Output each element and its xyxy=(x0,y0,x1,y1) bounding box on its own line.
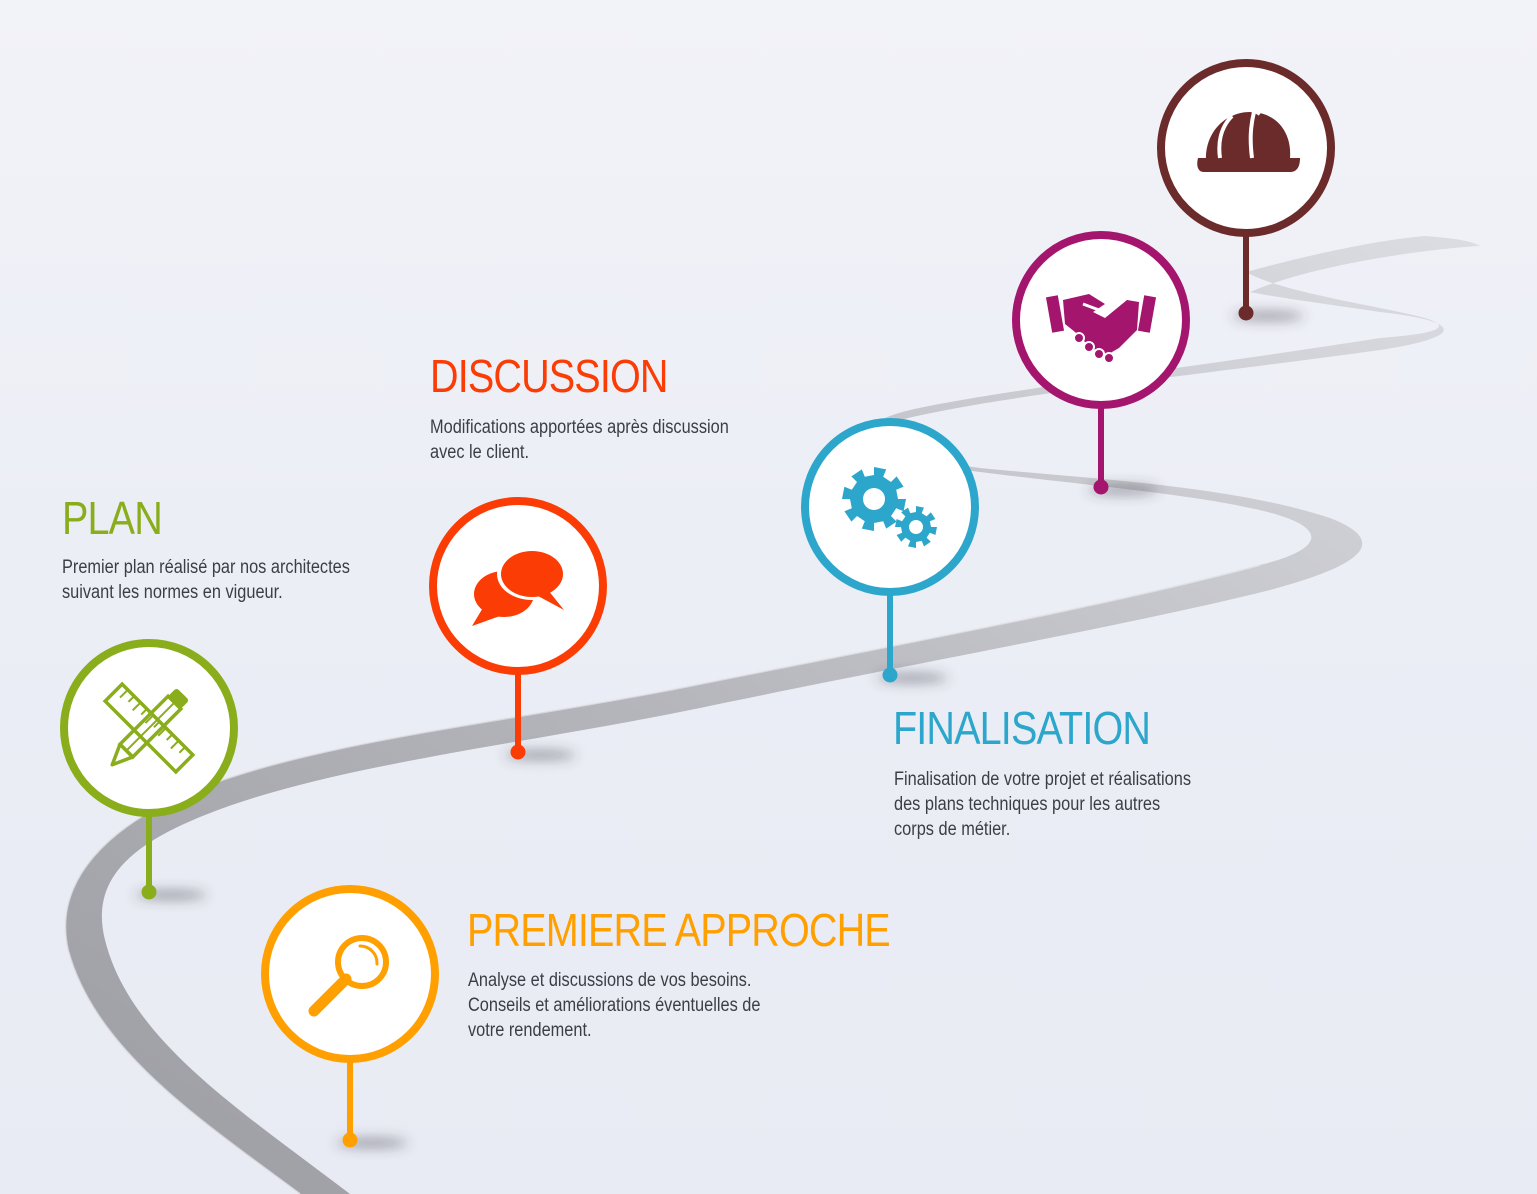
milestone-pin-accord xyxy=(1012,231,1190,495)
description-line: avec le client. xyxy=(430,442,530,463)
step-title-premiere-approche: PREMIERE APPROCHE xyxy=(467,904,891,956)
milestone-pin-discussion xyxy=(429,497,607,760)
pin-base-dot xyxy=(1238,305,1254,321)
pin-base-dot xyxy=(510,744,526,760)
magnifier-icon xyxy=(308,935,389,1017)
gears-icon xyxy=(842,467,937,548)
description-line: des plans techniques pour les autres xyxy=(894,794,1161,815)
step-title-discussion: DISCUSSION xyxy=(430,350,668,402)
description-line: Finalisation de votre projet et réalisat… xyxy=(894,769,1192,790)
hard-hat-icon xyxy=(1197,107,1300,172)
description-line: Premier plan réalisé par nos architectes xyxy=(62,557,350,578)
step-title-plan: PLAN xyxy=(62,492,163,544)
pin-base-dot xyxy=(882,667,898,683)
road-edge-highlight xyxy=(64,564,1261,1194)
step-description-discussion: Modifications apportées après discussion… xyxy=(430,415,729,465)
step-description-premiere-approche: Analyse et discussions de vos besoins. C… xyxy=(468,968,760,1043)
milestone-pin-finalisation xyxy=(801,418,979,683)
milestone-pin-plan xyxy=(60,639,238,900)
milestone-pins xyxy=(60,59,1335,1148)
description-line: Modifications apportées après discussion xyxy=(430,417,729,438)
pin-base-dot xyxy=(1093,479,1109,495)
milestone-pin-premiere-approche xyxy=(261,885,439,1148)
description-line: Analyse et discussions de vos besoins. xyxy=(468,970,752,991)
ruler-pencil-icon xyxy=(102,681,196,775)
pin-base-dot xyxy=(342,1132,358,1148)
step-description-plan: Premier plan réalisé par nos architectes… xyxy=(62,555,350,605)
pin-base-dot xyxy=(141,884,157,900)
description-line: suivant les normes en vigueur. xyxy=(62,582,283,603)
description-line: votre rendement. xyxy=(468,1020,592,1041)
pin-ring xyxy=(261,885,439,1063)
step-description-finalisation: Finalisation de votre projet et réalisat… xyxy=(894,767,1191,842)
handshake-icon xyxy=(1045,294,1157,364)
road-path xyxy=(65,236,1480,1194)
chat-bubbles-icon xyxy=(472,548,567,626)
step-title-finalisation: FINALISATION xyxy=(893,702,1151,754)
milestone-pin-construction xyxy=(1157,59,1335,321)
description-line: corps de métier. xyxy=(894,819,1011,840)
description-line: Conseils et améliorations éventuelles de xyxy=(468,995,761,1016)
